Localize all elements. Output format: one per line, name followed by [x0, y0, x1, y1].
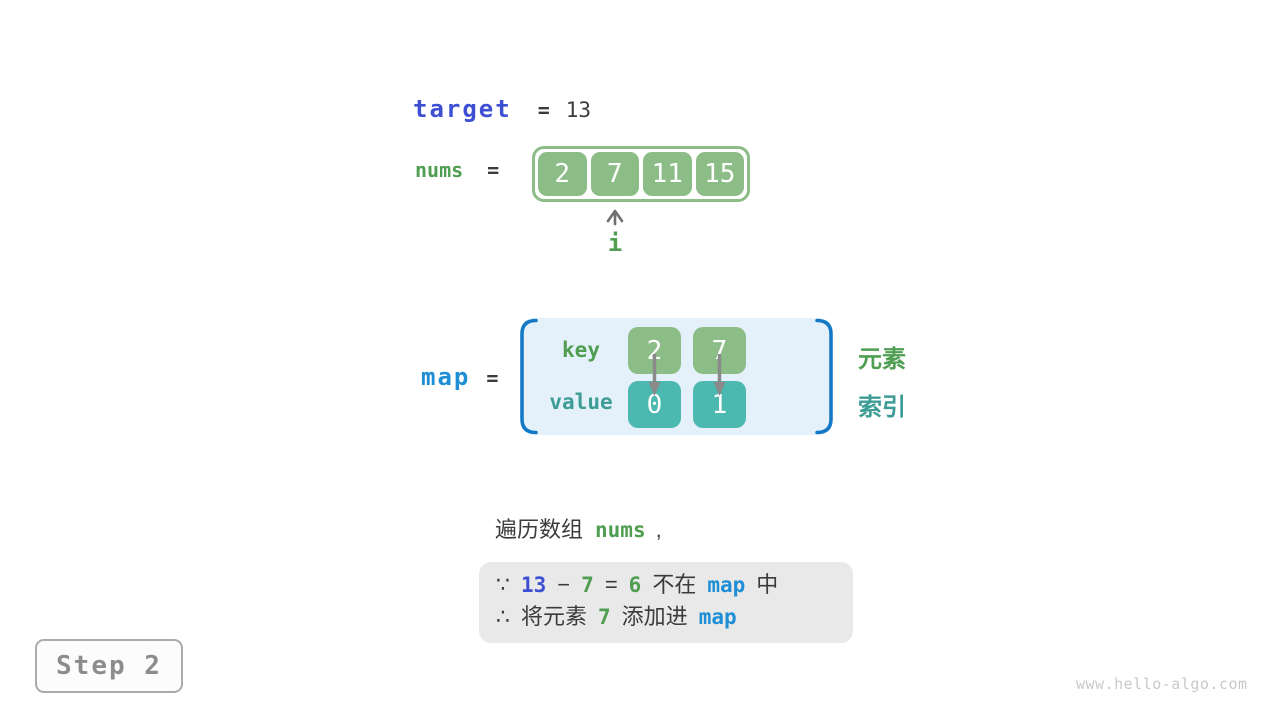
map-assignment: map = — [421, 363, 498, 391]
map-label: map — [421, 363, 471, 391]
therefore-symbol: ∴ — [496, 604, 510, 629]
array-cell-0: 2 — [538, 152, 587, 196]
map-value-cell-0: 0 — [628, 381, 681, 428]
deduction-line-2: ∴ 将元素 7 添加进 map — [496, 601, 853, 633]
map-token: map — [698, 605, 737, 629]
key-row-annotation: 元素 — [858, 346, 906, 373]
difference-token: 6 — [628, 573, 642, 597]
map-value-label: value — [549, 390, 613, 414]
not-in-text: 不在 — [652, 572, 697, 597]
caption-comma: , — [655, 517, 662, 542]
step-badge-label: Step 2 — [56, 651, 162, 681]
element-token: 7 — [598, 605, 611, 629]
caret-up-icon — [606, 209, 624, 226]
subtrahend-token: 7 — [581, 573, 594, 597]
map-panel: key value 2 7 0 1 — [520, 318, 833, 435]
in-suffix-text: 中 — [756, 572, 779, 597]
arrow-down-icon — [648, 354, 661, 396]
deduction-box: ∵ 13 − 7 = 6 不在 map 中 ∴ 将元素 7 添加进 map — [479, 562, 853, 643]
action-prefix-text: 将元素 — [521, 604, 588, 629]
caption-nums-token: nums — [595, 518, 646, 542]
map-key-label: key — [562, 338, 600, 362]
caption-prefix: 遍历数组 — [495, 517, 584, 542]
nums-array: 2 7 11 15 — [532, 146, 750, 202]
action-text: 添加进 — [621, 604, 688, 629]
target-value: 13 — [565, 98, 592, 122]
caption-sentence: 遍历数组 nums , — [495, 512, 662, 544]
minus-sign: − — [557, 572, 571, 597]
nums-assignment: nums = — [415, 158, 499, 182]
watermark: www.hello-algo.com — [1076, 675, 1248, 693]
minuend-token: 13 — [521, 573, 547, 597]
array-cell-1: 7 — [590, 152, 639, 196]
map-token: map — [707, 573, 746, 597]
array-cell-3: 15 — [695, 152, 744, 196]
equals-token: = — [604, 572, 618, 597]
array-cell-2: 11 — [643, 152, 692, 196]
map-equals-sign: = — [486, 366, 499, 390]
target-label: target — [413, 95, 512, 123]
step-badge: Step 2 — [35, 639, 183, 693]
nums-label: nums — [415, 158, 464, 182]
target-equals-sign: = — [537, 98, 550, 122]
nums-equals-sign: = — [487, 158, 500, 182]
value-row-annotation: 索引 — [858, 394, 906, 421]
right-bracket-icon — [815, 318, 833, 435]
index-pointer-label: i — [607, 229, 623, 257]
left-bracket-icon — [520, 318, 538, 435]
arrow-down-icon — [713, 354, 726, 396]
target-assignment: target = 13 — [413, 95, 591, 123]
because-symbol: ∵ — [496, 572, 510, 597]
deduction-line-1: ∵ 13 − 7 = 6 不在 map 中 — [496, 569, 853, 601]
map-value-cell-1: 1 — [693, 381, 746, 428]
